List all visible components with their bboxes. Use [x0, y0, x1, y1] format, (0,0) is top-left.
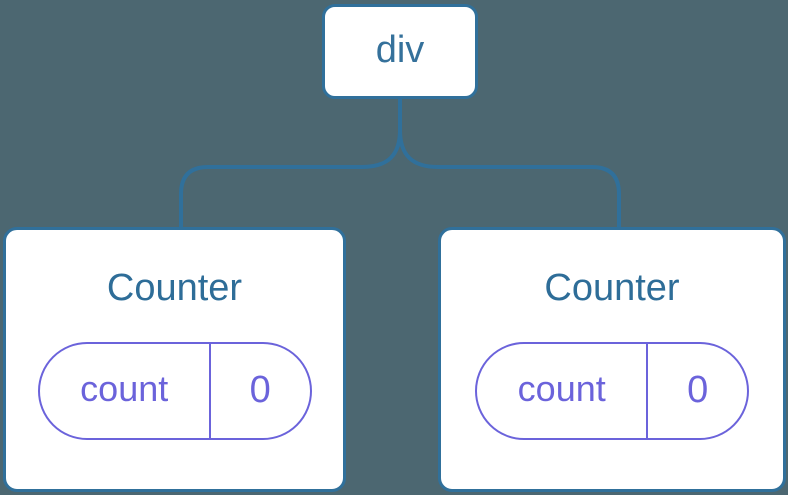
- root-node-label: div: [375, 28, 425, 71]
- root-node: div: [322, 4, 478, 99]
- counter-card-right: Counter count 0: [438, 227, 786, 492]
- connector-right-branch: [398, 99, 621, 228]
- state-value-cell: 0: [211, 344, 310, 438]
- state-key-label: count: [517, 367, 606, 409]
- state-value-label: 0: [687, 368, 709, 411]
- state-pill: count 0: [475, 341, 749, 440]
- state-value-cell: 0: [648, 344, 747, 438]
- state-pill: count 0: [37, 341, 312, 440]
- state-key-cell: count: [40, 343, 211, 438]
- counter-card-left: Counter count 0: [3, 227, 346, 492]
- component-title: Counter: [544, 267, 680, 309]
- state-value-label: 0: [249, 368, 271, 411]
- state-key-cell: count: [477, 343, 649, 438]
- state-key-label: count: [80, 367, 169, 409]
- connector-left-branch: [179, 99, 402, 228]
- component-title: Counter: [106, 267, 243, 309]
